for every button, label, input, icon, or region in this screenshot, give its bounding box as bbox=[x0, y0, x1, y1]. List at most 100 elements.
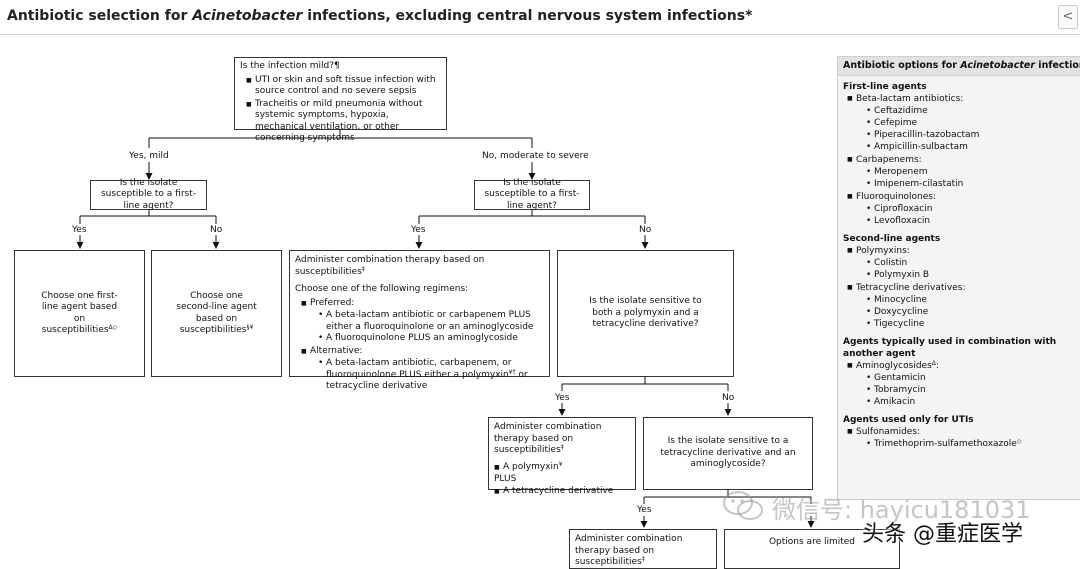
list-item: Trimethoprim-sulfamethoxazole◇ bbox=[866, 438, 1080, 450]
list-item: Minocycline bbox=[866, 294, 1080, 306]
branch-label-yes: Yes bbox=[555, 393, 570, 403]
regimen-text: A beta-lactam antibiotic, carbapenem, or… bbox=[326, 358, 512, 380]
footnote-marker: ¥† bbox=[508, 368, 516, 376]
drug-class-label: Fluoroquinolones: bbox=[856, 192, 936, 202]
footnote-marker: Δ bbox=[931, 360, 936, 367]
outcome-text: Choose one first-line agent based on sus… bbox=[41, 290, 118, 336]
collapse-button[interactable]: < bbox=[1058, 5, 1078, 29]
list-item: A fluoroquinolone PLUS an aminoglycoside bbox=[318, 333, 544, 345]
footnote-marker: ‡ bbox=[641, 556, 645, 563]
combo-title: Administer combination therapy based on … bbox=[295, 255, 485, 277]
question-text: Is the isolate susceptible to a first-li… bbox=[100, 177, 197, 211]
drug-list: Ceftazidime Cefepime Piperacillin-tazoba… bbox=[856, 105, 1080, 153]
drug-list: Colistin Polymyxin B bbox=[856, 257, 1080, 281]
drug-class-label: Tetracycline derivatives: bbox=[856, 283, 966, 293]
first-line-list: Beta-lactam antibiotics: Ceftazidime Cef… bbox=[838, 93, 1080, 227]
preferred-regimens: A beta-lactam antibiotic or carbapenem P… bbox=[310, 310, 544, 345]
combo-title: Administer combination therapy based on … bbox=[494, 422, 602, 455]
section-heading: Second-line agents bbox=[843, 234, 941, 244]
list-item: Imipenem-cilastatin bbox=[866, 178, 1080, 190]
list-item: Ampicillin-sulbactam bbox=[866, 141, 1080, 153]
combo2-list: A tetracycline derivative bbox=[494, 486, 630, 498]
outcome-first-line-agent: Choose one first-line agent based on sus… bbox=[14, 250, 145, 377]
list-item: Ceftazidime bbox=[866, 105, 1080, 117]
drug-class-label: Beta-lactam antibiotics: bbox=[856, 94, 964, 104]
chevron-left-icon: < bbox=[1062, 9, 1074, 24]
question-text: Is the isolate sensitive to a tetracycli… bbox=[660, 436, 796, 470]
drug-class-label: Carbapenems: bbox=[856, 155, 922, 165]
drug-class-label: Polymyxins: bbox=[856, 246, 910, 256]
panel-title: Antibiotic options for Acinetobacter inf… bbox=[838, 57, 1080, 76]
list-item: A beta-lactam antibiotic or carbapenem P… bbox=[318, 310, 544, 333]
branch-label-no: No bbox=[639, 225, 652, 235]
drug-class: Carbapenems: Meropenem Imipenem-cilastat… bbox=[847, 154, 1080, 190]
footnote-marker: ◇ bbox=[1016, 438, 1022, 445]
panel-title-text: Antibiotic options for bbox=[843, 60, 961, 71]
title-bar: Antibiotic selection for Acinetobacter i… bbox=[0, 0, 1080, 35]
list-item: Tigecycline bbox=[866, 318, 1080, 330]
panel-title-text: infection bbox=[1038, 60, 1080, 71]
title-organism: Acinetobacter bbox=[192, 8, 303, 24]
outcome-second-line-agent: Choose one second-line agent based on su… bbox=[151, 250, 282, 377]
drug-text: A polymyxin bbox=[503, 461, 559, 472]
list-item: Meropenem bbox=[866, 166, 1080, 178]
footnote-marker: Δ◇ bbox=[108, 324, 118, 331]
drug-class: Sulfonamides: Trimethoprim-sulfamethoxaz… bbox=[847, 426, 1080, 450]
outcome-text: Options are limited bbox=[768, 537, 856, 547]
combination-agents-list: AminoglycosidesΔ: Gentamicin Tobramycin … bbox=[838, 360, 1080, 408]
list-item: Polymyxin B bbox=[866, 269, 1080, 281]
drug-list: Ciprofloxacin Levofloxacin bbox=[856, 203, 1080, 227]
drug-class: AminoglycosidesΔ: Gentamicin Tobramycin … bbox=[847, 360, 1080, 408]
list-item: A beta-lactam antibiotic, carbapenem, or… bbox=[318, 358, 544, 393]
panel-title-organism: Acinetobacter bbox=[960, 60, 1035, 71]
question-text: Is the isolate sensitive to both a polym… bbox=[589, 296, 702, 330]
preferred-label: Preferred: bbox=[310, 297, 355, 308]
combo-title: Administer combination therapy based on … bbox=[575, 534, 683, 567]
outcome-combination-therapy-3: Administer combination therapy based on … bbox=[569, 529, 717, 569]
second-line-list: Polymyxins: Colistin Polymyxin B Tetracy… bbox=[838, 245, 1080, 330]
regimen-list: Preferred: A beta-lactam antibiotic or c… bbox=[295, 298, 544, 393]
page-title: Antibiotic selection for Acinetobacter i… bbox=[7, 8, 752, 24]
drug-list: Trimethoprim-sulfamethoxazole◇ bbox=[856, 438, 1080, 450]
list-item: Colistin bbox=[866, 257, 1080, 269]
footnote-marker: §¥ bbox=[246, 324, 254, 331]
antibiotic-options-panel: Antibiotic options for Acinetobacter inf… bbox=[837, 56, 1080, 500]
question-polymyxin-tetracycline: Is the isolate sensitive to both a polym… bbox=[557, 250, 734, 377]
drug-class: Fluoroquinolones: Ciprofloxacin Levoflox… bbox=[847, 191, 1080, 227]
list-item: Tobramycin bbox=[866, 384, 1080, 396]
list-item: Preferred: A beta-lactam antibiotic or c… bbox=[301, 298, 544, 345]
branch-label-no-severe: No, moderate to severe bbox=[482, 151, 589, 161]
list-item: UTI or skin and soft tissue infection wi… bbox=[246, 75, 441, 98]
drug-list: Gentamicin Tobramycin Amikacin bbox=[856, 372, 1080, 408]
list-item: Gentamicin bbox=[866, 372, 1080, 384]
list-item: A tetracycline derivative bbox=[494, 486, 630, 498]
question-text: Is the infection mild?¶ bbox=[240, 61, 340, 71]
footnote-marker: ¥ bbox=[558, 460, 563, 468]
alternative-label: Alternative: bbox=[310, 345, 363, 356]
drug-list: Meropenem Imipenem-cilastatin bbox=[856, 166, 1080, 190]
question-infection-mild: Is the infection mild?¶ UTI or skin and … bbox=[234, 57, 447, 143]
outcome-options-limited: Options are limited bbox=[724, 529, 900, 569]
list-item: Doxycycline bbox=[866, 306, 1080, 318]
drug-class-label: Aminoglycosides bbox=[856, 361, 932, 371]
list-item: Amikacin bbox=[866, 396, 1080, 408]
alternative-regimens: A beta-lactam antibiotic, carbapenem, or… bbox=[310, 358, 544, 393]
regimen-text-tail: or tetracycline derivative bbox=[326, 369, 528, 392]
combo2-list: A polymyxin¥ bbox=[494, 460, 630, 474]
question-susceptible-mild: Is the isolate susceptible to a first-li… bbox=[90, 177, 207, 211]
title-text: Antibiotic selection for bbox=[7, 8, 193, 24]
mild-criteria-list: UTI or skin and soft tissue infection wi… bbox=[240, 75, 441, 145]
list-item: Piperacillin-tazobactam bbox=[866, 129, 1080, 141]
combo-choose-text: Choose one of the following regimens: bbox=[295, 284, 469, 294]
branch-label-no: No bbox=[210, 225, 223, 235]
branch-label-yes-mild: Yes, mild bbox=[129, 151, 169, 161]
branch-label-yes: Yes bbox=[72, 225, 87, 235]
question-susceptible-severe: Is the isolate susceptible to a first-li… bbox=[474, 178, 590, 211]
outcome-text: Choose one second-line agent based on su… bbox=[176, 290, 257, 336]
list-item: Levofloxacin bbox=[866, 215, 1080, 227]
list-item: A polymyxin¥ bbox=[494, 460, 630, 474]
title-text: infections, excluding central nervous sy… bbox=[302, 8, 753, 24]
drug-class: Beta-lactam antibiotics: Ceftazidime Cef… bbox=[847, 93, 1080, 153]
footnote-marker: ‡ bbox=[560, 444, 564, 451]
list-item: Cefepime bbox=[866, 117, 1080, 129]
